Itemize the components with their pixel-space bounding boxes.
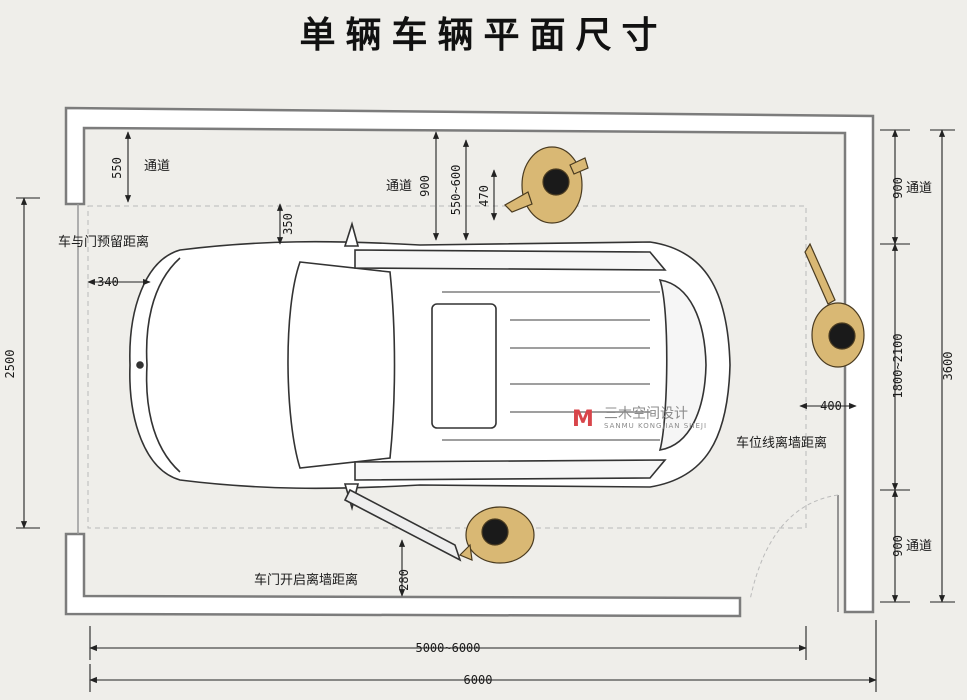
dim-3600: 3600 [941,352,955,381]
watermark-logo: M [572,407,594,432]
page-title: 单辆车辆平面尺寸 [299,15,668,56]
garage-walls [64,106,875,618]
car [129,221,731,562]
parking-lot-line [87,205,807,529]
dim-1800-2100: 1800~2100 [891,333,905,398]
label-aisle-right-top: 通道 [906,181,932,196]
mirror-top [343,221,360,247]
dim-900-right-top: 900 [891,177,905,199]
front-emblem [136,361,144,369]
label-lot-line-wall: 车位线离墙距离 [736,435,827,451]
label-aisle-top-mid: 通道 [386,179,412,194]
dim-280: 280 [397,569,411,591]
dim-900-right-bottom: 900 [891,535,905,557]
watermark: M 三木空间设计 SANMU KONGJIAN SHEJI [572,406,707,432]
watermark-pinyin: SANMU KONGJIAN SHEJI [604,422,707,430]
rear-window [658,278,707,451]
windshield [287,261,396,469]
dim-400: 400 [820,399,842,413]
label-door-open-wall: 车门开启离墙距离 [254,572,358,588]
person-bottom [458,506,535,564]
dim-2500: 2500 [3,350,17,379]
car-hood [145,257,181,473]
side-window-bottom [354,459,667,481]
side-window-top [354,249,667,271]
label-aisle-right-bottom: 通道 [906,539,932,554]
person-top [504,146,589,224]
label-car-door-gap: 车与门预留距离 [58,234,149,250]
car-body [129,240,731,490]
sunroof [431,303,497,429]
dim-350: 350 [281,213,295,235]
wall-bottom-left [64,532,742,618]
dim-470: 470 [477,185,491,207]
dim-340: 340 [97,275,119,289]
dim-900-top: 900 [418,175,432,197]
dim-6000: 6000 [464,673,493,687]
dim-5000-6000: 5000~6000 [415,641,480,655]
open-door [343,488,462,562]
dim-550: 550 [110,157,124,179]
label-aisle-top-left: 通道 [144,159,170,174]
dim-550-600: 550~600 [449,165,463,216]
right-door-swing [749,494,839,612]
roof-rails [442,291,660,441]
wall-top-left [64,106,875,614]
dimension-lines [16,129,955,692]
person-right [804,242,865,368]
watermark-name: 三木空间设计 [604,406,688,422]
